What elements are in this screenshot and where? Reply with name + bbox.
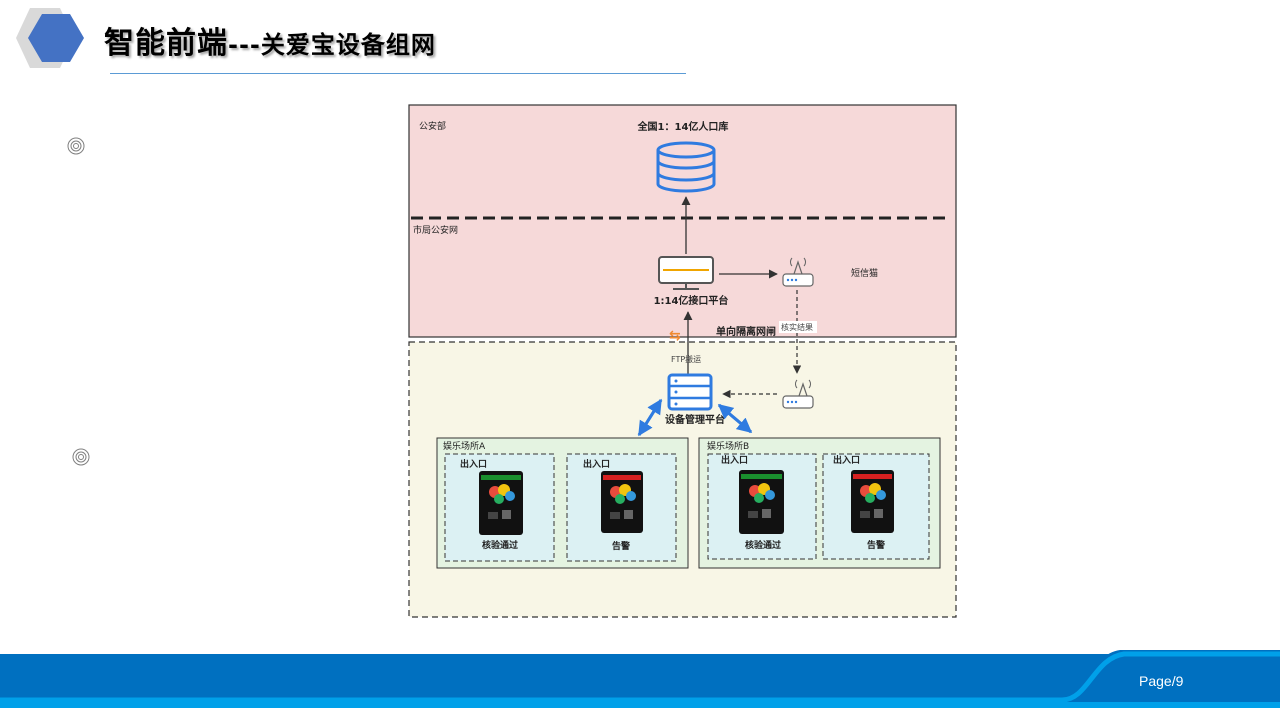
city-network-label: 市局公安网 xyxy=(413,224,458,236)
status-label: 告警 xyxy=(612,540,630,552)
sms-label: 短信猫 xyxy=(851,267,878,279)
database-icon xyxy=(656,141,716,193)
title-underline xyxy=(110,73,686,74)
venue-b: 娱乐场所B 出入口 核验通过 出入口 告警 xyxy=(698,437,941,569)
server-icon xyxy=(667,373,713,411)
venue-a-title: 娱乐场所A xyxy=(443,440,486,452)
gateway-label: 单向隔离网闸 xyxy=(716,325,776,338)
router-icon xyxy=(782,379,814,409)
entrance-label: 出入口 xyxy=(721,454,748,466)
venue-a: 娱乐场所A 出入口 核验通过 出入口 告警 xyxy=(436,437,689,569)
monitor-icon xyxy=(658,256,714,290)
page-number: Page/9 xyxy=(1139,673,1184,689)
entrance-label: 出入口 xyxy=(583,458,610,470)
ftp-label: FTP搬运 xyxy=(671,354,701,364)
device-platform-label: 设备管理平台 xyxy=(665,413,725,426)
entrance-label: 出入口 xyxy=(833,454,860,466)
hexagon-logo-icon xyxy=(16,8,84,68)
target-circle-icon xyxy=(67,137,85,155)
entrance-label: 出入口 xyxy=(460,458,487,470)
status-label: 核验通过 xyxy=(482,539,518,551)
link-arrow xyxy=(637,398,753,437)
platform-label: 1:14亿接口平台 xyxy=(654,294,729,307)
router-icon xyxy=(782,257,814,287)
ministry-label: 公安部 xyxy=(419,120,446,132)
venue-b-title: 娱乐场所B xyxy=(707,440,749,452)
network-diagram: 公安部 全国1：14亿人口库 市局公安网 1:14亿接口平台 短信猫 ⇆ 单向隔… xyxy=(408,104,957,618)
device-tablet xyxy=(601,471,643,533)
target-circle-icon xyxy=(72,448,90,466)
database-label: 全国1：14亿人口库 xyxy=(637,120,729,133)
title-subtitle: ---关爱宝设备组网 xyxy=(228,31,436,59)
device-tablet xyxy=(851,470,894,533)
footer-bar xyxy=(0,650,1280,720)
page-title: 智能前端---关爱宝设备组网 xyxy=(104,18,436,62)
device-tablet xyxy=(479,471,523,535)
verify-result-label: 核实结果 xyxy=(781,322,813,332)
device-tablet xyxy=(739,470,784,534)
gateway-icon: ⇆ xyxy=(669,328,681,344)
title-main: 智能前端 xyxy=(104,26,228,61)
status-label: 核验通过 xyxy=(745,539,781,551)
status-label: 告警 xyxy=(867,539,885,551)
